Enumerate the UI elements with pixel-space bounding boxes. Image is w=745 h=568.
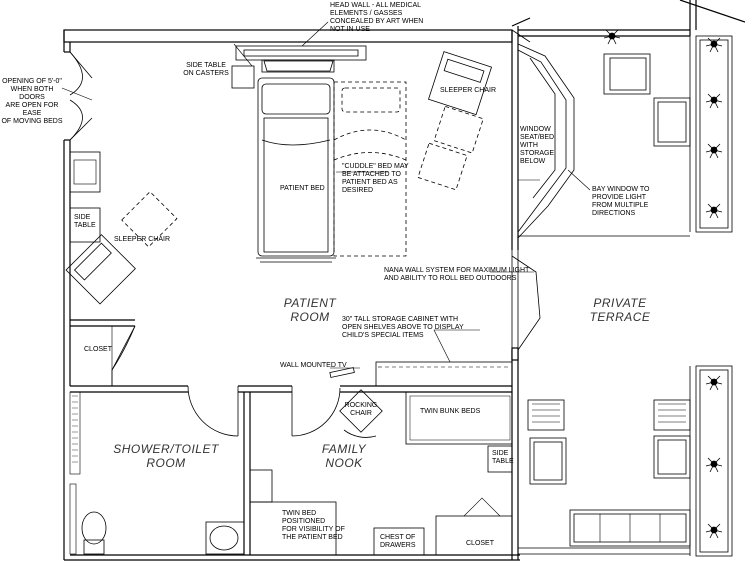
twin-bunk-beds [405,391,513,445]
nook-door-swing [291,387,341,437]
planter-top [695,35,733,233]
top-wall [63,29,513,43]
side-table-left [69,207,101,243]
note-sleeper-chair-left: SLEEPER CHAIR [114,236,171,243]
patient-bed [256,77,336,263]
note-storage-cabinet: 30" TALL STORAGE CABINET WITH OPEN SHELV… [342,316,464,339]
note-patient-bed: PATIENT BED [280,185,325,192]
note-side-table-nook: SIDE TABLE [492,450,514,465]
sleeper-chair-left [65,191,178,305]
toilet [81,511,107,555]
note-closet-left: CLOSET [84,346,113,353]
note-twin-bunk: TWIN BUNK BEDS [420,408,481,415]
closet-left [69,325,113,387]
note-side-table-left: SIDE TABLE [74,214,96,229]
note-bay-window: BAY WINDOW TO PROVIDE LIGHT FROM MULTIPL… [592,186,650,217]
note-twin-bed: TWIN BED POSITIONED FOR VISIBILITY OF TH… [282,510,345,541]
wall-tv [329,367,355,378]
entry-door-swing [69,51,83,96]
chest-of-drawers [373,527,425,556]
leader-lines [61,21,591,369]
bay-window [511,29,575,239]
nana-wall [511,250,541,351]
note-wall-tv: WALL MOUNTED TV [280,362,347,369]
note-head-wall: HEAD WALL - ALL MEDICAL ELEMENTS / GASSE… [330,2,424,33]
note-closet-nook: CLOSET [466,540,495,547]
label-shower-toilet: SHOWER/TOILET ROOM [113,442,219,470]
doors [69,51,341,437]
label-patient-room: PATIENT ROOM [283,296,337,324]
closet-nook [435,515,513,556]
note-cuddle-bed: "CUDDLE" BED MAY BE ATTACHED TO PATIENT … [342,163,409,194]
note-door-opening: OPENING OF 5'-0" WHEN BOTH DOORS ARE OPE… [1,78,63,125]
note-side-table-casters: SIDE TABLE ON CASTERS [183,62,229,77]
storage-cabinet [375,361,513,387]
head-wall [235,45,367,73]
label-private-terrace: PRIVATE TERRACE [589,296,651,324]
side-table-casters [231,65,255,89]
label-family-nook: FAMILY NOOK [321,442,367,470]
tub-basin [205,521,245,555]
sleeper-chair-top [417,51,493,191]
plants [603,29,723,539]
note-rocking-chair: ROCKING CHAIR [344,402,378,417]
planter-bottom [695,365,733,557]
shower-grab [69,391,81,475]
note-sleeper-chair-top: SLEEPER CHAIR [440,87,497,94]
side-table-nook [487,445,513,473]
note-window-seat: WINDOW SEAT/BED WITH STORAGE BELOW [520,126,555,165]
cuddle-bed [333,81,407,257]
rocking-chair [339,389,383,438]
twin-bed [249,501,337,556]
note-chest: CHEST OF DRAWERS [380,534,416,549]
sink [69,151,101,193]
shower-door-swing [187,385,239,437]
note-nana-wall: NANA WALL SYSTEM FOR MAXIMUM LIGHT AND A… [384,267,530,282]
